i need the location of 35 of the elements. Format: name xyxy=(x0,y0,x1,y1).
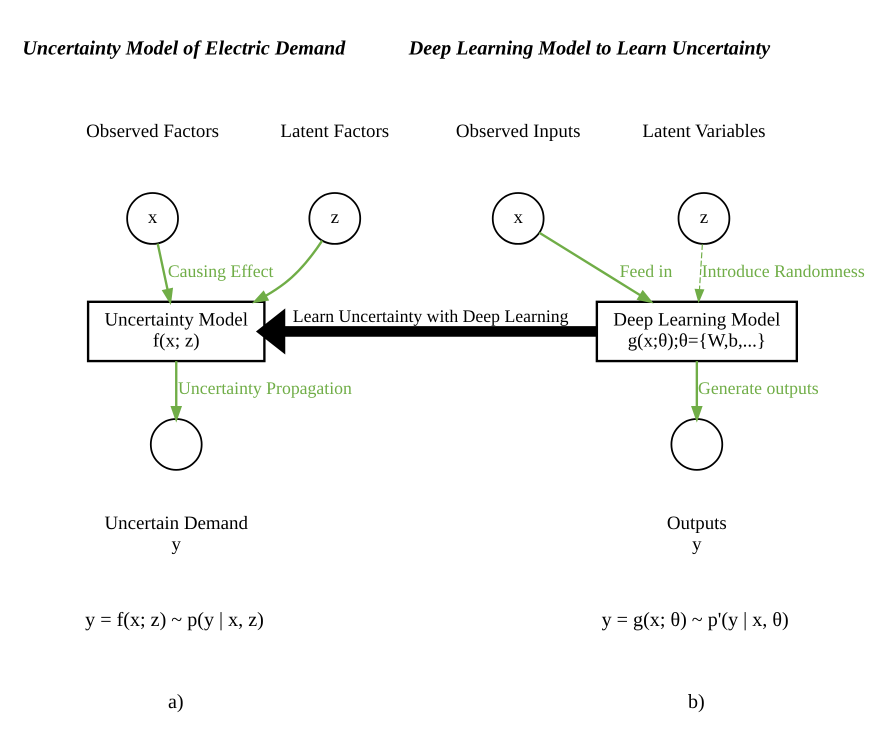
node-label: Latent Factors xyxy=(280,120,390,142)
node-circle: x xyxy=(126,192,179,244)
edge-label: Causing Effect xyxy=(168,260,274,281)
node-label: Observed Inputs xyxy=(456,120,580,142)
label: Uncertainty Model of Electric Demand xyxy=(22,37,346,60)
arrow xyxy=(170,360,182,422)
arrow xyxy=(694,244,704,303)
node-circle: x xyxy=(492,192,544,244)
node-circle: z xyxy=(678,192,730,244)
label: b) xyxy=(688,690,705,712)
edge-label: Uncertainty Propagation xyxy=(178,378,352,398)
arrow xyxy=(538,231,654,304)
arrow xyxy=(691,360,703,422)
node-label: Observed Factors xyxy=(86,120,220,142)
label: y = g(x; θ) ~ p'(y | x, θ) xyxy=(602,608,789,631)
node-label: Uncertain Demand xyxy=(104,512,248,534)
label: Deep Learning Model to Learn Uncertainty xyxy=(408,37,770,60)
node-circle: z xyxy=(308,192,362,244)
node-circle xyxy=(670,418,724,470)
node-circle xyxy=(150,418,203,470)
label: y = f(x; z) ~ p(y | x, z) xyxy=(85,608,264,631)
arrow xyxy=(256,308,596,354)
edge-label: Learn Uncertainty with Deep Learning xyxy=(292,305,568,326)
node-label: y xyxy=(172,534,181,555)
node-label: Outputs xyxy=(666,512,727,534)
label: a) xyxy=(168,690,184,712)
node-label: Latent Variables xyxy=(642,120,766,142)
node-label: y xyxy=(692,534,702,555)
edge-label: Generate outputs xyxy=(698,378,819,398)
arrow xyxy=(252,240,324,303)
edge-label: Feed in xyxy=(620,260,672,281)
arrow xyxy=(156,242,174,305)
node-box: Uncertainty Model f(x; z) xyxy=(86,300,266,362)
edge-label: Introduce Randomness xyxy=(702,260,865,281)
node-box: Deep Learning Model g(x;θ);θ={W,b,...} xyxy=(596,300,798,362)
